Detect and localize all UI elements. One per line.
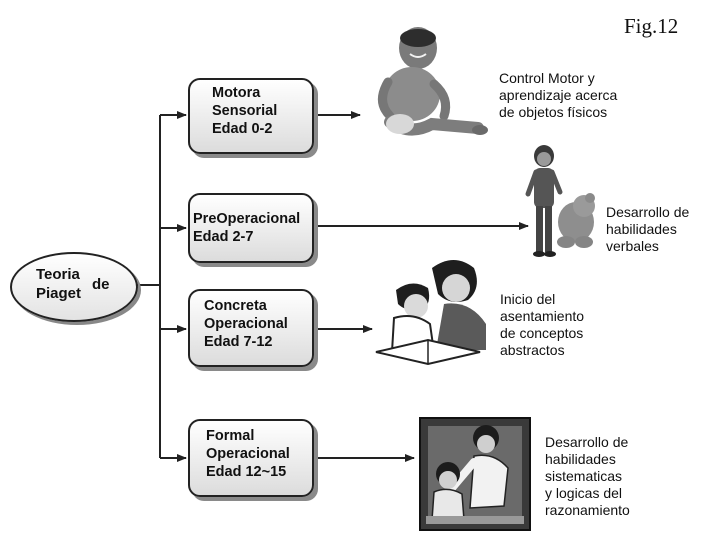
description-line: asentamiento [500, 308, 585, 324]
stage-name-line: PreOperacional [193, 211, 301, 227]
baby-sitting-illustration [378, 27, 488, 136]
child-with-teddy-bear-illustration [525, 145, 595, 257]
description-line: Desarrollo de [606, 204, 690, 220]
stage-description-preoperational: Desarrollo de habilidades verbales [606, 204, 689, 255]
description-line: aprendizaje acerca [499, 87, 618, 103]
description-line: abstractos [500, 342, 565, 358]
stage-description-concrete-operational: Inicio del asentamiento de conceptos abs… [500, 291, 584, 359]
stage-description-formal-operational: Desarrollo de habilidades sistematicas y… [545, 434, 630, 519]
mother-reading-with-child-illustration [375, 260, 486, 366]
root-node: Teoria Piaget de [10, 252, 138, 322]
description-line: verbales [606, 238, 659, 254]
root-name-line: Teoria [36, 266, 80, 283]
stage-name-line: Sensorial [212, 103, 278, 119]
stage-name-line: Operacional [206, 446, 290, 462]
description-line: razonamiento [545, 502, 630, 518]
stage-name-line: Edad 12~15 [206, 464, 287, 480]
description-line: Control Motor y [499, 70, 595, 86]
description-line: habilidades [545, 451, 616, 467]
stage-description-sensorimotor: Control Motor y aprendizaje acerca de ob… [499, 70, 617, 121]
stage-name-line: Edad 7-12 [204, 334, 273, 350]
root-name: Teoria Piaget [36, 265, 90, 303]
stage-name-line: Formal [206, 428, 255, 444]
stage-name-line: Edad 0-2 [212, 121, 273, 137]
stage-name-line: Concreta [204, 298, 267, 314]
description-line: de objetos físicos [499, 104, 608, 120]
stage-name-line: Edad 2-7 [193, 229, 254, 245]
stage-box-concrete-operational: Concreta Operacional Edad 7-12 [188, 289, 314, 367]
description-line: y logicas del [545, 485, 623, 501]
description-line: de conceptos [500, 325, 584, 341]
root-suffix: de [92, 276, 110, 293]
stage-box-preoperational: PreOperacional Edad 2-7 [188, 193, 314, 263]
stage-box-sensorimotor: Motora Sensorial Edad 0-2 [188, 78, 314, 154]
teacher-helping-student-illustration [419, 417, 531, 531]
stage-name-line: Operacional [204, 316, 288, 332]
description-line: Desarrollo de [545, 434, 629, 450]
figure-label: Fig.12 [624, 14, 679, 38]
stage-name-line: Motora [212, 85, 261, 101]
description-line: habilidades [606, 221, 677, 237]
root-name-line: Piaget [36, 285, 82, 302]
description-line: Inicio del [500, 291, 556, 307]
description-line: sistematicas [545, 468, 623, 484]
stage-box-formal-operational: Formal Operacional Edad 12~15 [188, 419, 314, 497]
